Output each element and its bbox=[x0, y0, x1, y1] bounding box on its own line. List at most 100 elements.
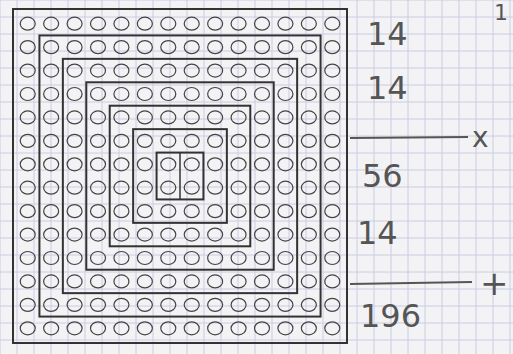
circle bbox=[114, 134, 129, 147]
circle bbox=[114, 88, 129, 101]
partial-product: 56 bbox=[362, 160, 403, 192]
grid-line bbox=[442, 0, 443, 354]
circle bbox=[208, 158, 223, 171]
circle bbox=[20, 41, 35, 54]
circle bbox=[231, 205, 246, 218]
circle bbox=[91, 134, 106, 147]
circle bbox=[255, 252, 270, 265]
circle bbox=[208, 322, 223, 335]
circle bbox=[44, 64, 59, 77]
circle bbox=[301, 275, 316, 288]
circle bbox=[301, 64, 316, 77]
circle bbox=[278, 181, 293, 194]
circle bbox=[137, 17, 152, 30]
grid-line bbox=[0, 68, 513, 69]
circle bbox=[184, 134, 199, 147]
circle bbox=[301, 17, 316, 30]
circle bbox=[301, 134, 316, 147]
circle bbox=[301, 205, 316, 218]
circle bbox=[208, 111, 223, 124]
circle bbox=[325, 111, 340, 124]
circle bbox=[184, 205, 199, 218]
circle bbox=[208, 17, 223, 30]
circle bbox=[91, 181, 106, 194]
circle bbox=[325, 322, 340, 335]
grid-line bbox=[476, 0, 477, 354]
circle bbox=[44, 275, 59, 288]
circle bbox=[255, 111, 270, 124]
circle bbox=[20, 64, 35, 77]
circle bbox=[255, 64, 270, 77]
circle bbox=[184, 298, 199, 311]
circle bbox=[325, 64, 340, 77]
circle-grid bbox=[20, 17, 340, 335]
grid-line bbox=[425, 0, 426, 354]
circle bbox=[20, 17, 35, 30]
circle bbox=[20, 275, 35, 288]
circle bbox=[137, 111, 152, 124]
circle bbox=[325, 134, 340, 147]
circle bbox=[325, 41, 340, 54]
circle bbox=[208, 41, 223, 54]
circle bbox=[114, 275, 129, 288]
circle bbox=[67, 88, 82, 101]
circle bbox=[255, 17, 270, 30]
circle bbox=[20, 228, 35, 241]
circle bbox=[255, 88, 270, 101]
grid-line bbox=[136, 0, 137, 354]
circle bbox=[20, 88, 35, 101]
grid-line bbox=[153, 0, 154, 354]
circle bbox=[325, 228, 340, 241]
circle bbox=[208, 205, 223, 218]
circle bbox=[91, 252, 106, 265]
circle bbox=[208, 181, 223, 194]
circle bbox=[161, 41, 176, 54]
circle bbox=[325, 205, 340, 218]
circle bbox=[208, 228, 223, 241]
circle bbox=[184, 111, 199, 124]
circle bbox=[67, 205, 82, 218]
circle bbox=[208, 88, 223, 101]
circle bbox=[67, 134, 82, 147]
circle bbox=[278, 134, 293, 147]
circle bbox=[255, 205, 270, 218]
circle bbox=[67, 322, 82, 335]
square-outline bbox=[110, 106, 251, 247]
circle bbox=[114, 205, 129, 218]
circle bbox=[255, 181, 270, 194]
circle bbox=[137, 88, 152, 101]
circle bbox=[114, 298, 129, 311]
circle bbox=[137, 41, 152, 54]
circle bbox=[255, 275, 270, 288]
circle bbox=[184, 228, 199, 241]
circle bbox=[67, 158, 82, 171]
circle bbox=[67, 252, 82, 265]
circle bbox=[231, 41, 246, 54]
circle bbox=[231, 88, 246, 101]
sum-line bbox=[350, 137, 468, 138]
circle bbox=[44, 158, 59, 171]
grid-line bbox=[323, 0, 324, 354]
circle bbox=[67, 64, 82, 77]
circle bbox=[91, 88, 106, 101]
circle bbox=[184, 64, 199, 77]
circle bbox=[20, 134, 35, 147]
circle bbox=[161, 134, 176, 147]
circle bbox=[255, 298, 270, 311]
circle bbox=[114, 252, 129, 265]
circle bbox=[231, 275, 246, 288]
circle bbox=[325, 158, 340, 171]
circle bbox=[208, 298, 223, 311]
circle bbox=[278, 205, 293, 218]
circle bbox=[91, 41, 106, 54]
circle bbox=[184, 275, 199, 288]
circle bbox=[91, 275, 106, 288]
nested-squares bbox=[13, 9, 347, 343]
circle bbox=[231, 111, 246, 124]
grid-line bbox=[357, 0, 358, 354]
circle bbox=[231, 322, 246, 335]
circle bbox=[161, 205, 176, 218]
circle bbox=[44, 181, 59, 194]
circle bbox=[161, 298, 176, 311]
